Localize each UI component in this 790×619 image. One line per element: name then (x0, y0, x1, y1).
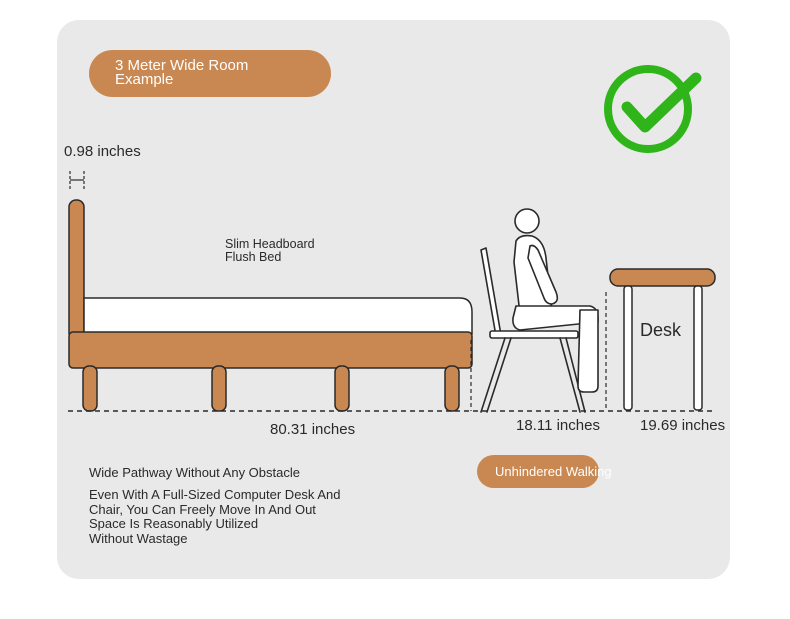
headboard-label: Slim Headboard Flush Bed (225, 238, 315, 264)
description-heading: Wide Pathway Without Any Obstacle (89, 465, 300, 480)
chair-with-person (480, 208, 599, 413)
title-line-2: Example (115, 71, 174, 88)
headboard-thickness-marker (69, 171, 85, 190)
walking-badge: Unhindered Walking (477, 455, 612, 488)
description-line-3: Space Is Reasonably Utilized (89, 516, 259, 531)
headboard-label-line-1: Slim Headboard (225, 237, 315, 251)
bed-length-label: 80.31 inches (270, 421, 356, 438)
description-line-2: Chair, You Can Freely Move In And Out (89, 502, 316, 517)
headboard-thickness-label: 0.98 inches (64, 143, 141, 160)
description-line-1: Even With A Full-Sized Computer Desk And (89, 487, 341, 502)
pathway-width-label: 18.11 inches (516, 417, 600, 434)
desk (609, 268, 716, 411)
check-circle-icon (604, 65, 702, 153)
title-badge: 3 Meter Wide Room Example (89, 50, 331, 97)
headboard-label-line-2: Flush Bed (225, 250, 282, 264)
title-line-1: 3 Meter Wide Room (115, 57, 249, 74)
desk-depth-label: 19.69 inches (640, 417, 726, 434)
bed (68, 199, 473, 412)
description-line-4: Without Wastage (89, 531, 188, 546)
desk-label: Desk (640, 320, 682, 340)
